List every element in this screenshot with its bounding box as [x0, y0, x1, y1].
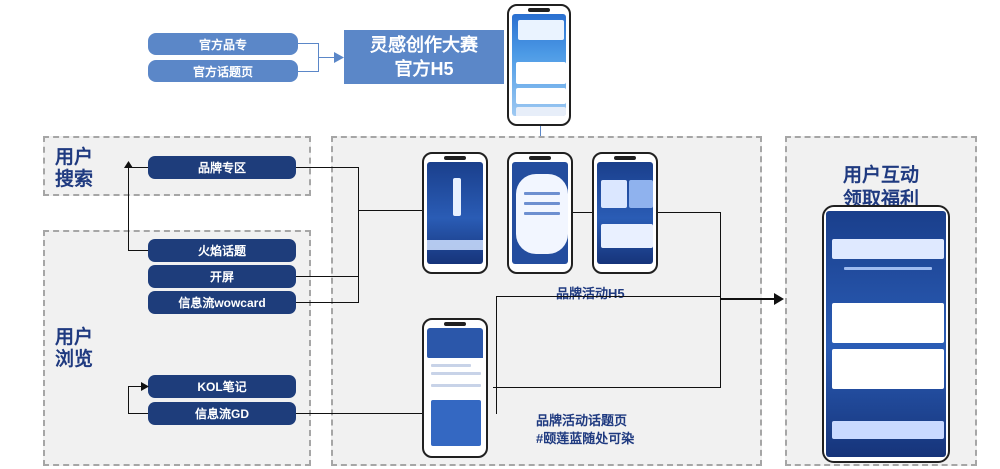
arrow-head-icon	[124, 161, 133, 168]
reward-card-2	[832, 349, 944, 389]
official-h5-title-line1: 灵感创作大赛	[370, 35, 478, 55]
screen-text-line	[524, 212, 560, 215]
screen-banner	[427, 240, 483, 250]
rewards-phone-mockup	[822, 205, 950, 463]
connector-line	[720, 298, 775, 300]
user-browse-title-line2: 浏览	[55, 349, 94, 370]
connector-line	[296, 302, 358, 303]
splash-screen-button[interactable]: 开屏	[148, 265, 296, 288]
connector-line	[298, 71, 318, 72]
brand-topic-label-line1: 品牌活动话题页	[536, 413, 628, 428]
brand-zone-button[interactable]: 品牌专区	[148, 156, 296, 179]
screen-hero	[427, 328, 483, 358]
phone-notch	[614, 156, 636, 160]
arrow-head-icon	[141, 382, 149, 391]
connector-line	[128, 386, 129, 413]
screen-image	[431, 400, 481, 446]
phone-screen	[427, 162, 483, 264]
feed-gd-button[interactable]: 信息流GD	[148, 402, 296, 425]
user-search-title-line1: 用户	[55, 147, 94, 168]
connector-line	[128, 413, 148, 414]
connector-line	[128, 386, 148, 387]
screen-text-line	[844, 267, 932, 270]
screen-card	[516, 107, 566, 116]
official-h5-phone-mockup	[507, 4, 571, 126]
phone-screen	[826, 211, 946, 457]
phone-notch	[444, 322, 466, 326]
connector-line	[318, 57, 336, 58]
brand-topic-label-line2: #颐莲蓝随处可染	[536, 431, 635, 446]
screen-footer-banner	[832, 421, 944, 439]
screen-bottle	[453, 178, 461, 216]
kol-notes-button[interactable]: KOL笔记	[148, 375, 296, 398]
phone-screen	[512, 162, 568, 264]
arrow-head-icon	[334, 52, 344, 63]
screen-card	[516, 62, 566, 84]
phone-notch	[529, 156, 551, 160]
screen-text-line	[524, 202, 560, 205]
connector-line	[296, 167, 358, 168]
brand-h5-phone-2	[507, 152, 573, 274]
user-search-title-line2: 搜索	[55, 169, 94, 190]
connector-line	[573, 212, 592, 213]
user-interaction-title-line1: 用户互动	[843, 165, 920, 186]
connector-line	[296, 413, 422, 414]
official-h5-title-line2: 官方H5	[394, 59, 454, 79]
screen-banner	[518, 20, 564, 40]
brand-topic-phone	[422, 318, 488, 458]
screen-card	[601, 180, 627, 208]
brand-h5-phone-1	[422, 152, 488, 274]
screen-text-line	[431, 364, 471, 367]
phone-notch	[528, 8, 550, 12]
flame-topic-button[interactable]: 火焰话题	[148, 239, 296, 262]
user-browse-title-line1: 用户	[55, 327, 94, 348]
connector-line	[658, 212, 720, 213]
official-h5-box[interactable]: 灵感创作大赛 官方H5	[344, 30, 504, 84]
screen-card	[629, 180, 653, 208]
arrow-head-icon	[774, 293, 784, 305]
connector-line	[128, 167, 148, 168]
connector-line	[128, 167, 129, 251]
connector-line	[720, 212, 721, 388]
screen-banner	[832, 239, 944, 259]
connector-line	[496, 296, 720, 297]
connector-line	[358, 167, 359, 303]
feed-wowcard-button[interactable]: 信息流wowcard	[148, 291, 296, 314]
source-item-official-topic-page[interactable]: 官方话题页	[148, 60, 298, 82]
brand-h5-phone-3	[592, 152, 658, 274]
screen-text-line	[431, 372, 481, 375]
connector-line	[128, 250, 148, 251]
phone-screen	[597, 162, 653, 264]
connector-line	[358, 210, 422, 211]
connector-line	[496, 296, 497, 414]
connector-line	[296, 276, 358, 277]
reward-card-1	[832, 303, 944, 343]
screen-text-line	[431, 384, 481, 387]
source-item-official-brand-zone[interactable]: 官方品专	[148, 33, 298, 55]
screen-card	[601, 224, 653, 248]
phone-notch	[444, 156, 466, 160]
screen-text-line	[524, 192, 560, 195]
connector-line	[493, 387, 720, 388]
phone-screen	[427, 328, 483, 448]
screen-card	[516, 88, 566, 104]
phone-screen	[512, 14, 566, 116]
brand-h5-label: 品牌活动H5	[556, 286, 625, 301]
user-interaction-title-line2: 领取福利	[843, 189, 920, 210]
connector-line	[298, 43, 318, 44]
